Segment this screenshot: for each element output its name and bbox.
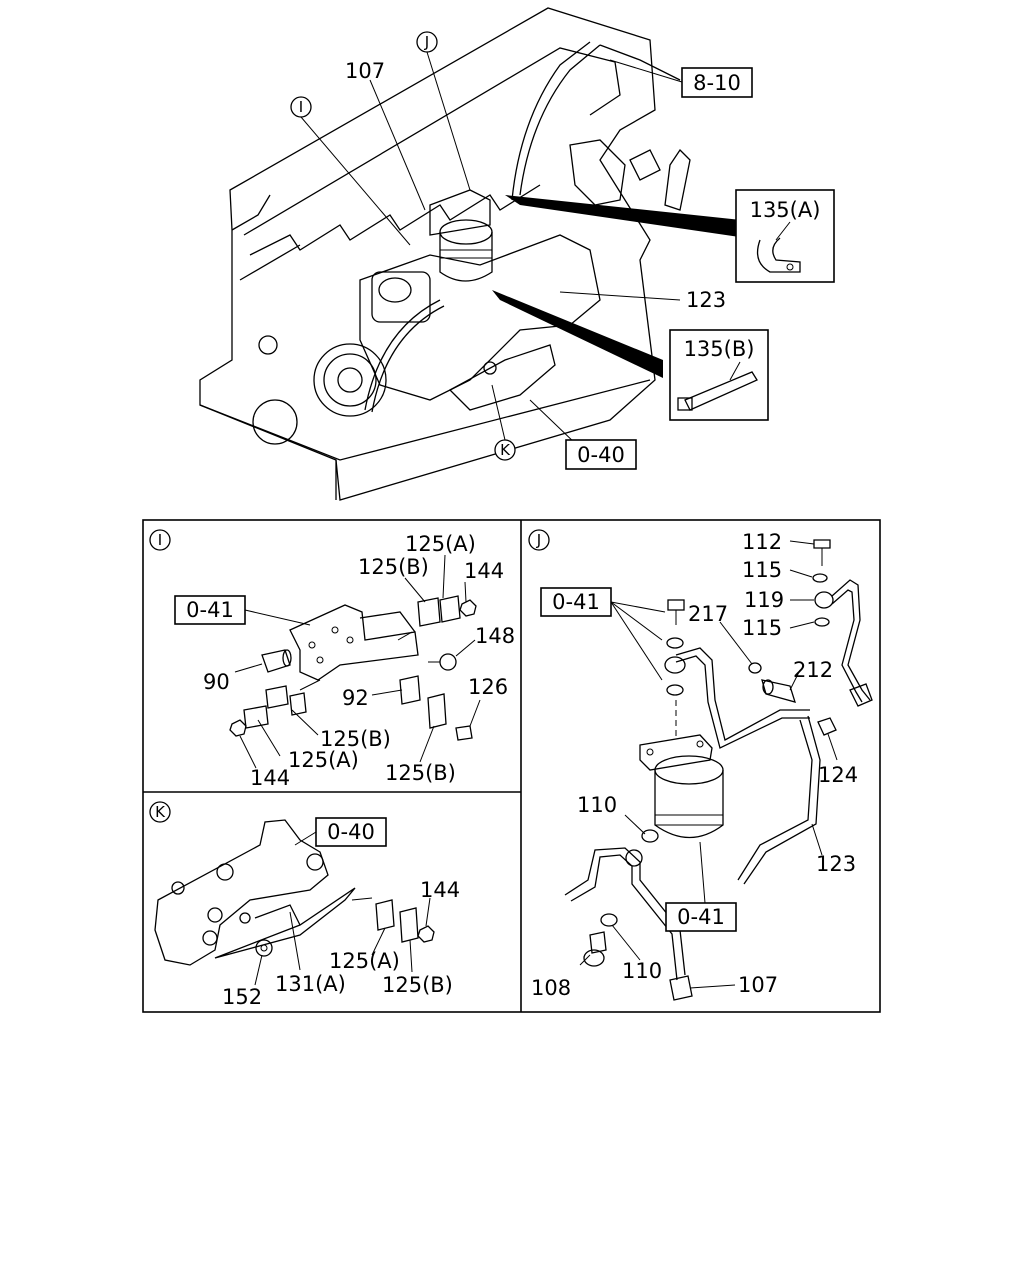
view-marker-k-label: K (500, 441, 511, 459)
view-marker-i-label: I (299, 98, 303, 116)
label-125a-k: 125(A) (329, 949, 400, 973)
inset-135b (669, 329, 769, 421)
detail-frame (142, 519, 881, 1013)
panel-i: I 0-41 (149, 529, 515, 790)
view-marker-j (416, 31, 438, 53)
panel-j-title: J (536, 531, 541, 549)
label-124: 124 (818, 763, 858, 787)
engine-overview (199, 7, 760, 501)
ref-box-8-10 (681, 67, 753, 98)
label-123-j: 123 (816, 852, 856, 876)
callout-135a: 135(A) (750, 198, 821, 222)
ref-0-41-j-top: 0-41 (552, 590, 600, 614)
clip-135a-icon (756, 237, 801, 273)
label-126: 126 (468, 675, 508, 699)
label-110-bot: 110 (622, 959, 662, 983)
label-119: 119 (744, 588, 784, 612)
label-144-top: 144 (464, 559, 504, 583)
tie-135b-icon (684, 371, 758, 411)
ref-8-10: 8-10 (693, 71, 741, 95)
label-90: 90 (203, 670, 230, 694)
ref-box-0-41-j-bot (665, 902, 737, 932)
callout-135b: 135(B) (684, 337, 755, 361)
label-148: 148 (475, 624, 515, 648)
label-125b-top: 125(B) (358, 555, 429, 579)
label-152: 152 (222, 985, 262, 1009)
label-144-bot: 144 (250, 766, 290, 790)
view-marker-j-label: J (424, 33, 429, 51)
view-marker-k (494, 439, 516, 461)
panel-j: J 0-41 (528, 529, 873, 1001)
label-125b-k: 125(B) (382, 973, 453, 997)
ref-0-40-main: 0-40 (577, 443, 625, 467)
label-131a: 131(A) (275, 972, 346, 996)
label-108: 108 (531, 976, 571, 1000)
label-115-mid: 115 (742, 616, 782, 640)
inset-135a (735, 189, 835, 283)
label-115-top: 115 (742, 558, 782, 582)
ref-0-41-i: 0-41 (186, 598, 234, 622)
ref-0-40-k: 0-40 (327, 820, 375, 844)
label-125b-mid: 125(B) (320, 727, 391, 751)
label-110-top: 110 (577, 793, 617, 817)
label-144-k: 144 (420, 878, 460, 902)
label-92: 92 (342, 686, 369, 710)
label-107-j: 107 (738, 973, 778, 997)
label-125a-mid: 125(A) (288, 748, 359, 772)
callout-107: 107 (345, 59, 385, 83)
label-112: 112 (742, 530, 782, 554)
ref-box-0-41-j-top (540, 587, 612, 617)
view-marker-i (290, 96, 312, 118)
panel-i-title: I (158, 531, 162, 549)
panel-k-title: K (155, 803, 166, 821)
label-125b-bot: 125(B) (385, 761, 456, 785)
ref-0-41-j-bot: 0-41 (677, 905, 725, 929)
label-125a-top: 125(A) (405, 532, 476, 556)
ref-box-0-41-i (174, 595, 246, 625)
label-217: 217 (688, 602, 728, 626)
panel-k: K 0-40 144 125(A) 125(B) 152 131(A) (149, 801, 460, 1009)
label-212: 212 (793, 658, 833, 682)
ref-box-0-40-main (565, 439, 637, 470)
callout-123: 123 (686, 288, 726, 312)
